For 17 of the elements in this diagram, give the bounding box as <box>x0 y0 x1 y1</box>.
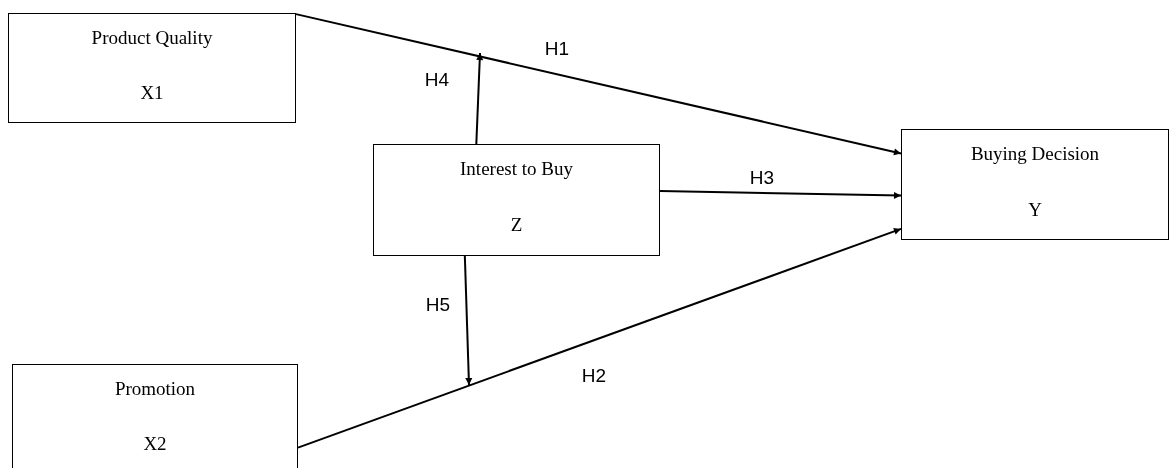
arrow <box>295 13 902 156</box>
variable-box <box>8 13 296 123</box>
variable-name: Product Quality <box>91 27 213 50</box>
variable-box <box>901 129 1169 240</box>
variable-box <box>12 364 298 468</box>
variable-symbol: Y <box>1028 198 1042 221</box>
arrow <box>659 190 902 199</box>
variable-symbol: X2 <box>143 433 167 456</box>
variable-name: Buying Decision <box>970 143 1100 166</box>
variable-name: Interest to Buy <box>460 158 573 181</box>
variable-name: Promotion <box>114 378 196 401</box>
arrow <box>463 255 473 386</box>
variable-box <box>373 144 660 256</box>
variable-symbol: Z <box>510 214 523 237</box>
arrow <box>475 52 484 145</box>
arrow <box>297 227 902 449</box>
variable-symbol: X1 <box>140 82 164 105</box>
